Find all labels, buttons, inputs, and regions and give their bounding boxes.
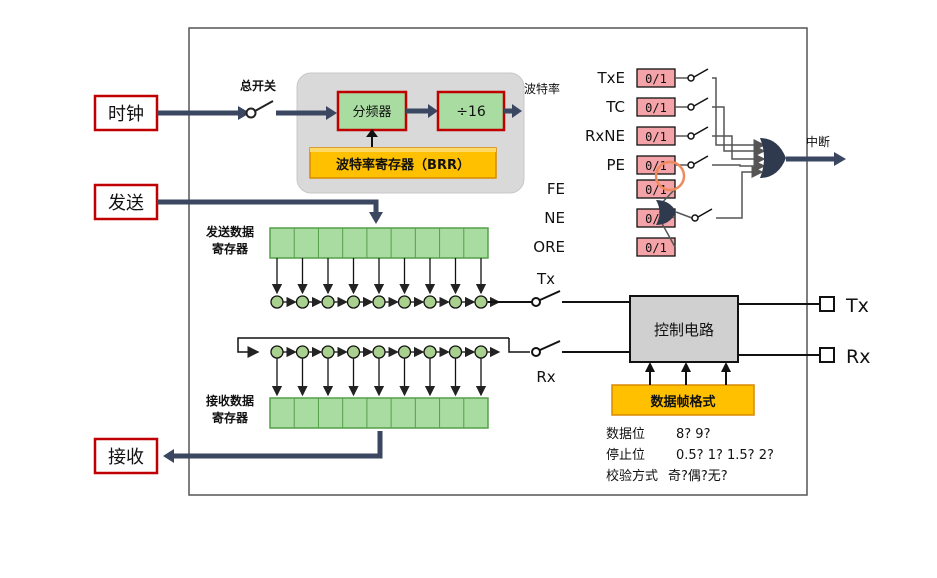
flag-value: 0/1 [645,183,667,197]
shift-bit [423,295,437,309]
shift-bit [321,295,335,309]
receive-data-register [269,397,489,429]
frame-param-values: 8? 9? [676,427,710,442]
frame-param-label: 校验方式 [606,468,658,484]
rdr-label-2: 寄存器 [212,410,249,425]
tx-pin [819,296,835,312]
shift-bit [397,295,412,309]
divider-box: 分频器 [336,90,408,132]
tx-pin-label: Tx [845,295,869,317]
shift-bit [270,345,284,359]
tx-switch-label: Tx [536,270,555,288]
rx-pin-label: Rx [846,346,870,368]
flag-label-rxne: RxNE [585,127,625,145]
shift-bit [448,295,463,309]
transmit-shift-register [270,258,501,309]
tdr-label-1: 发送数据 [205,224,254,239]
flag-label-ne: NE [544,209,565,227]
error-or-gate [656,200,676,225]
divider-label: 分频器 [352,105,391,120]
frame-param-values: 奇?偶?无? [668,468,728,484]
div16-label: ÷16 [456,104,486,120]
rx-pin [819,347,835,363]
flag-value: 0/1 [645,130,667,144]
shift-bit [372,345,386,359]
flag-value: 0/1 [645,72,667,86]
control-circuit: 控制电路 [629,295,739,363]
brr-label: 波特率寄存器（BRR） [336,157,470,173]
shift-bit [270,295,284,309]
shift-bit [448,345,463,359]
shift-bit [346,295,361,309]
shift-bit [474,345,488,359]
master-switch: 总开关 [240,78,276,119]
rdr-label-1: 接收数据 [206,393,254,408]
div16-box: ÷16 [436,90,506,132]
frame-format-arrows [645,362,731,385]
pe-highlight-circle [654,160,686,192]
transmit-data-register [269,227,489,259]
usart-frame [188,27,808,496]
interrupt-label: 中断 [806,134,830,149]
clock-input: 时钟 [93,94,159,132]
shift-bit [397,345,412,359]
receive-output: 接收 [93,437,159,475]
tx-switch: Tx [488,270,561,307]
control-circuit-label: 控制电路 [654,321,714,339]
shift-bit [295,345,310,359]
frame-param-label: 停止位 [606,447,645,463]
frame-format-box: 数据帧格式 [611,384,755,416]
flag-value: 0/1 [645,101,667,115]
send-input: 发送 [93,183,159,221]
frame-format-label: 数据帧格式 [650,394,715,410]
flag-label-txe: TxE [596,69,625,87]
rx-feedback-line [237,337,509,358]
flag-value: 0/1 [645,159,667,173]
shift-bit [346,345,361,359]
baud-output-label: 波特率 [524,81,560,96]
receive-label: 接收 [108,447,144,468]
receive-arrow [172,431,383,459]
flag-label-pe: PE [606,156,625,174]
rx-switch-label: Rx [536,368,555,386]
flag-label-ore: ORE [533,238,565,256]
send-label: 发送 [108,193,144,214]
interrupt-or-gate [760,138,786,178]
brr-register: 波特率寄存器（BRR） [309,147,497,179]
frame-params: 数据位 8? 9? 停止位 0.5? 1? 1.5? 2? 校验方式奇?偶?无? [606,427,774,484]
flag-label-fe: FE [547,180,565,198]
shift-bit [321,345,335,359]
flag-label-tc: TC [605,98,625,116]
master-switch-label: 总开关 [240,78,276,93]
rx-switch: Rx [531,340,561,386]
send-arrow [157,199,379,214]
clock-label: 时钟 [108,104,144,125]
receive-shift-register [270,345,501,397]
tdr-label-2: 寄存器 [212,241,249,256]
shift-bit [295,295,310,309]
frame-param-label: 数据位 [606,427,645,442]
flag-value: 0/1 [645,241,667,255]
frame-param-values: 0.5? 1? 1.5? 2? [676,448,774,463]
shift-bit [423,345,437,359]
shift-bit [372,295,386,309]
shift-bit [474,295,488,309]
